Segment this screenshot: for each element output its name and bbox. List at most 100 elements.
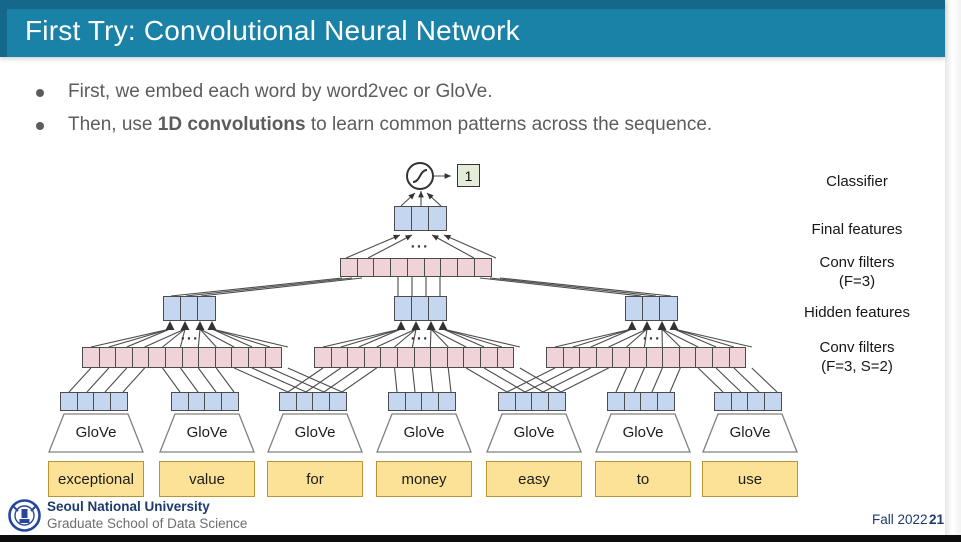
fan-in-arrowhead: [627, 321, 637, 330]
filter-cell: [473, 258, 492, 277]
filter-cell: [678, 347, 697, 368]
word-token: to: [595, 461, 691, 497]
filter-cell: [148, 347, 167, 368]
embedding-cell: [730, 392, 749, 411]
filter-cell: [198, 347, 217, 368]
connection-line: [542, 367, 591, 393]
embedding-cell: [204, 392, 223, 411]
classifier-node: [406, 162, 434, 190]
embedding-cell: [171, 392, 189, 411]
connection-line: [560, 367, 609, 393]
filter-cell: [181, 347, 200, 368]
slide-title: First Try: Convolutional Neural Network: [25, 15, 520, 46]
filter-cell: [390, 258, 409, 277]
connection-line: [340, 328, 402, 348]
bullet-icon: [36, 122, 44, 130]
connection-line: [211, 328, 253, 348]
classifier-output-arrowhead: [444, 173, 451, 179]
filter-cell: [428, 206, 447, 231]
embedding-cell: [623, 392, 642, 411]
word-token: easy: [486, 461, 582, 497]
connection-line: [442, 328, 520, 348]
filter-cell: [340, 258, 358, 277]
connection-line: [426, 192, 442, 207]
connection-line: [233, 367, 289, 393]
embedding-row: [498, 392, 567, 411]
filter-cell: [396, 347, 415, 368]
embedding-cell: [93, 392, 112, 411]
filter-cell: [728, 347, 747, 368]
filter-cell: [330, 347, 349, 368]
connection-line: [170, 277, 343, 297]
connection-line: [345, 234, 401, 259]
filter-cell: [642, 296, 661, 321]
connection-arrowhead: [427, 193, 434, 200]
connection-line: [697, 367, 724, 393]
embedding-cell: [421, 392, 440, 411]
glove-encoder-label: GloVe: [729, 424, 771, 441]
connection-line: [431, 234, 475, 259]
connection-line: [633, 367, 645, 393]
filter-cell: [363, 347, 382, 368]
embedding-row: [607, 392, 676, 411]
term-label: Fall 2022: [872, 512, 928, 527]
embedding-cell: [747, 392, 766, 411]
connection-line: [430, 328, 449, 348]
connection-line: [126, 328, 171, 348]
label-classifier: Classifier: [767, 172, 947, 191]
ellipsis-dots: ...: [180, 326, 200, 344]
filter-cell: [479, 347, 498, 368]
fan-in-arrowhead: [438, 321, 448, 330]
glove-encoder-label: GloVe: [186, 424, 228, 441]
label-conv-filters-f3s2: Conv filters(F=3, S=2): [767, 338, 947, 376]
connection-line: [673, 328, 717, 348]
connection-arrowhead: [418, 191, 424, 198]
bullet-item: Then, use 1D convolutions to learn commo…: [36, 114, 712, 136]
filter-cell: [231, 347, 250, 368]
side-label-line: Classifier: [826, 173, 888, 190]
fan-in-arrowhead: [396, 321, 406, 330]
ellipsis-dots: ...: [410, 234, 430, 252]
filter-cell: [595, 347, 614, 368]
connection-line: [287, 367, 324, 393]
hidden-features-right: [625, 296, 678, 321]
label-conv-filters-f3: Conv filters (F=3): [767, 253, 947, 291]
hidden-features-left: [163, 296, 216, 321]
embedding-row: [714, 392, 783, 411]
filter-cell: [164, 347, 183, 368]
connection-line: [86, 367, 110, 393]
embedding-cell: [498, 392, 516, 411]
connection-line: [442, 328, 503, 348]
filter-cell: [625, 296, 644, 321]
filter-cell: [247, 347, 266, 368]
side-label-line: (F=3): [838, 273, 876, 290]
connection-line: [197, 367, 217, 393]
conv-filters-bottom-mid: [314, 347, 515, 368]
connection-line: [211, 328, 271, 348]
connection-line: [590, 328, 633, 348]
connection-line: [506, 367, 556, 393]
connection-line: [341, 367, 377, 393]
embedding-cell: [110, 392, 129, 411]
side-label-line: Conv filters: [819, 254, 895, 271]
embedding-cell: [221, 392, 240, 411]
connection-line: [447, 367, 452, 393]
filter-cell: [380, 347, 399, 368]
filter-cell: [82, 347, 100, 368]
filter-cell: [645, 347, 664, 368]
fan-in-arrowhead: [669, 321, 679, 330]
filter-cell: [131, 347, 150, 368]
filter-cell: [413, 347, 432, 368]
connection-line: [673, 328, 752, 348]
connection-line: [322, 328, 402, 348]
embedding-cell: [531, 392, 550, 411]
connection-line: [442, 328, 485, 348]
slide-bottom-bar: [0, 535, 961, 542]
filter-cell: [214, 347, 233, 368]
connection-line: [519, 367, 562, 393]
slide-right-margin: [945, 0, 961, 542]
connection-arrowhead: [393, 234, 400, 241]
connection-line: [215, 367, 235, 393]
embedding-cell: [640, 392, 659, 411]
embedding-cell: [388, 392, 406, 411]
